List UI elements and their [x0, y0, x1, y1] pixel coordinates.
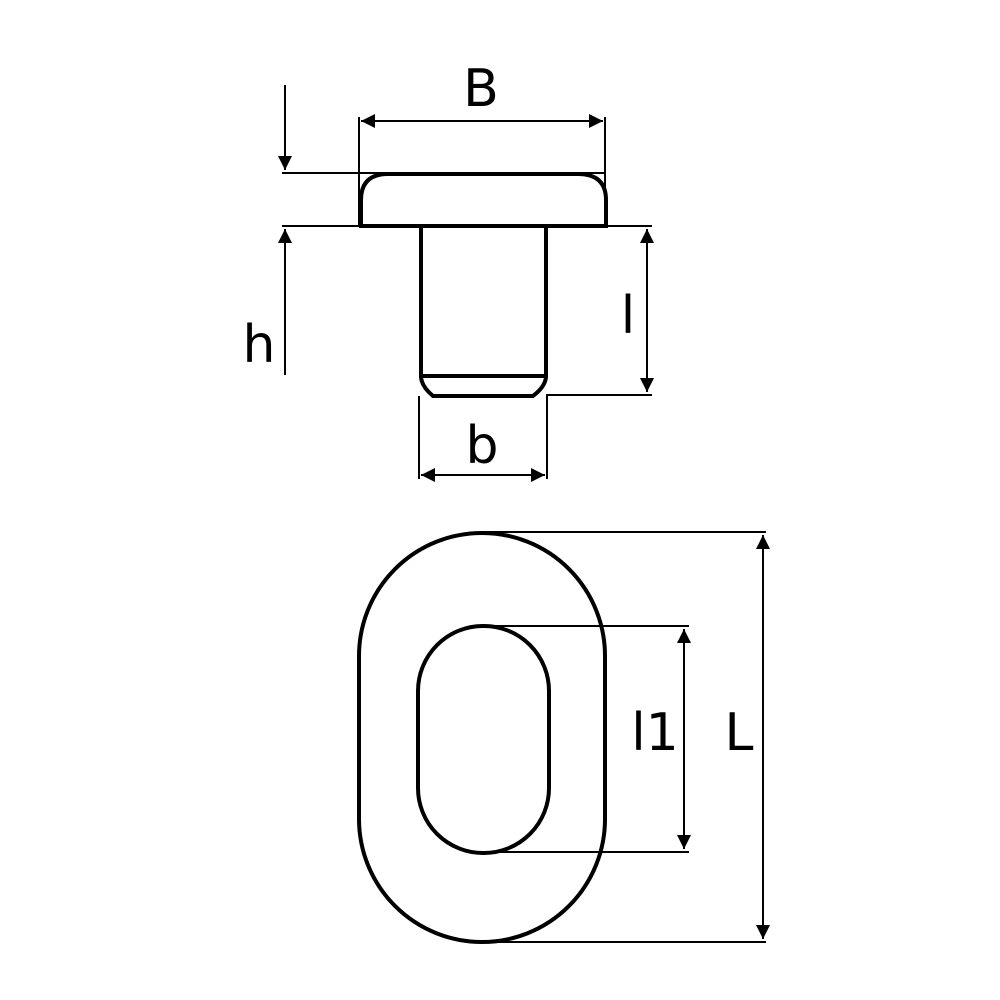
- label-B: B: [463, 59, 499, 119]
- label-l: l: [621, 286, 635, 346]
- rivet-shank-outline: [419, 226, 548, 378]
- label-b: b: [465, 416, 498, 476]
- label-h: h: [243, 315, 276, 375]
- top-view: l1 L: [357, 531, 770, 944]
- outer-oval-outline: [357, 531, 607, 944]
- rivet-shank-tip: [419, 375, 548, 398]
- label-l1: l1: [631, 703, 679, 763]
- side-view: B h l b: [243, 59, 654, 482]
- inner-slot-outline: [416, 624, 551, 855]
- rivet-head-outline: [359, 172, 608, 228]
- label-L: L: [725, 703, 754, 763]
